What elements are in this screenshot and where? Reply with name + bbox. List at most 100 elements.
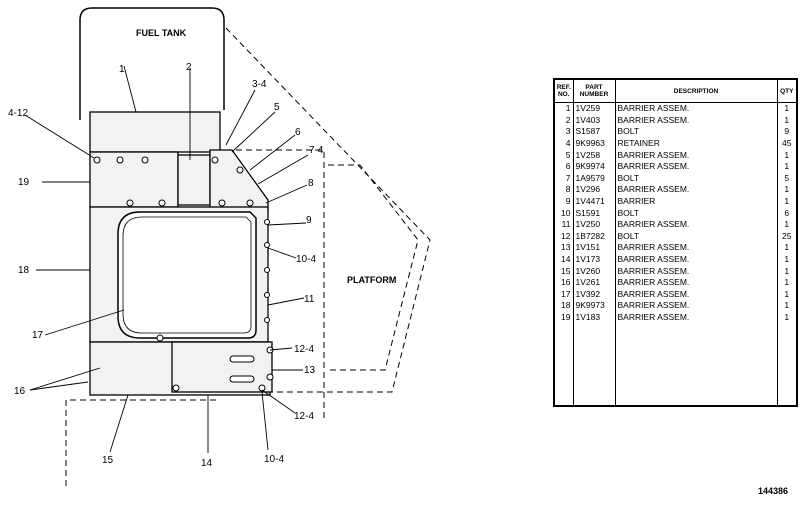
callout-19: 19	[18, 177, 30, 188]
cell-desc: BARRIER ASSEM.	[614, 102, 778, 115]
blank-cell	[614, 323, 778, 407]
callout-8: 8	[308, 178, 314, 189]
left-dashed-line	[65, 399, 220, 490]
table-blank-space	[553, 323, 798, 407]
cell-part: 1V259	[572, 102, 616, 115]
callout-14: 14	[201, 458, 213, 469]
cell-part: 1V151	[572, 242, 616, 254]
cell-ref: 19	[553, 311, 574, 324]
cell-desc: BARRIER ASSEM.	[614, 265, 778, 277]
platform-outline	[95, 27, 431, 420]
cell-desc: BARRIER ASSEM.	[614, 276, 778, 289]
cell-ref: 10	[553, 207, 574, 219]
callout-12-4-upper: 12-4	[294, 344, 314, 355]
cell-part: S1591	[572, 207, 616, 219]
cell-part: 9K9973	[572, 300, 616, 312]
cell-ref: 18	[553, 300, 574, 312]
cell-ref: 16	[553, 276, 574, 289]
cell-desc: BARRIER	[614, 195, 778, 208]
callout-10-4-lower: 10-4	[264, 454, 284, 465]
cell-part: 1V173	[572, 253, 616, 266]
cell-qty: 1	[776, 311, 798, 324]
cell-desc: BARRIER ASSEM.	[614, 114, 778, 127]
cell-desc: BARRIER ASSEM.	[614, 300, 778, 312]
cell-desc: BOLT	[614, 207, 778, 219]
cell-part: S1587	[572, 126, 616, 138]
cell-ref: 13	[553, 242, 574, 254]
callout-2: 2	[186, 62, 192, 73]
cell-desc: BOLT	[614, 126, 778, 138]
cell-part: 1V258	[572, 149, 616, 161]
cell-qty: 1	[776, 300, 798, 312]
callout-18: 18	[18, 265, 30, 276]
cell-ref: 6	[553, 160, 574, 173]
access-cover-panel	[171, 341, 273, 393]
cell-ref: 11	[553, 218, 574, 231]
cell-qty: 9	[776, 126, 798, 138]
window-seal	[122, 216, 252, 334]
callout-13: 13	[304, 365, 316, 376]
upper-barrier-panel	[89, 111, 221, 153]
cell-ref: 7	[553, 172, 574, 185]
callout-12-4-lower: 12-4	[294, 411, 314, 422]
cover-slots	[229, 355, 255, 383]
cell-part: 1V261	[572, 276, 616, 289]
blank-cell	[553, 323, 574, 407]
drawing-number: 144386	[758, 486, 789, 496]
cell-qty: 1	[776, 149, 798, 161]
cell-qty: 1	[776, 276, 798, 289]
callout-5: 5	[274, 102, 280, 113]
cell-part: 1V260	[572, 265, 616, 277]
cell-qty: 25	[776, 230, 798, 243]
cell-ref: 2	[553, 114, 574, 127]
cell-qty: 1	[776, 242, 798, 254]
blank-cell	[572, 323, 616, 407]
bolt-heads	[93, 156, 274, 392]
cell-ref: 1	[553, 102, 574, 115]
callout-9: 9	[306, 215, 312, 226]
callout-11: 11	[304, 294, 315, 305]
callout-17: 17	[32, 330, 44, 341]
cell-qty: 1	[776, 288, 798, 301]
center-barrier-panel	[177, 154, 211, 206]
cell-desc: BARRIER ASSEM.	[614, 311, 778, 324]
cell-qty: 1	[776, 114, 798, 127]
callout-1: 1	[119, 64, 125, 75]
cell-qty: 45	[776, 137, 798, 150]
cell-desc: BARRIER ASSEM.	[614, 160, 778, 173]
cell-part: 9K9963	[572, 137, 616, 150]
cell-ref: 3	[553, 126, 574, 138]
cell-desc: BARRIER ASSEM.	[614, 242, 778, 254]
cell-part: 1B7282	[572, 230, 616, 243]
cell-part: 1V250	[572, 218, 616, 231]
cell-qty: 1	[776, 265, 798, 277]
cell-ref: 9	[553, 195, 574, 208]
cell-desc: BARRIER ASSEM.	[614, 149, 778, 161]
cell-part: 1V4471	[572, 195, 616, 208]
cell-part: 1V183	[572, 311, 616, 324]
callout-6: 6	[295, 127, 301, 138]
callout-10-4-upper: 10-4	[296, 254, 316, 265]
leader-lines	[24, 65, 309, 453]
cell-ref: 17	[553, 288, 574, 301]
cell-ref: 8	[553, 184, 574, 196]
cell-qty: 1	[776, 253, 798, 266]
cell-qty: 1	[776, 184, 798, 196]
parts-table-header-row: REF. NO. PART NUMBER DESCRIPTION QTY	[553, 78, 798, 103]
callout-7-4: 7-4	[309, 145, 324, 156]
header-description: DESCRIPTION	[614, 78, 778, 103]
fuel-tank-outline	[79, 7, 225, 120]
